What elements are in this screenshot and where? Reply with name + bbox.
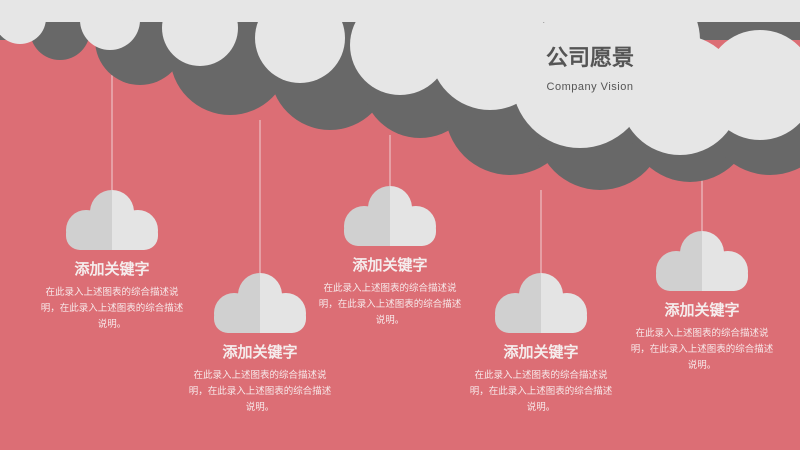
page-title: 公司愿景 [545, 46, 634, 71]
page-subtitle: Company Vision [546, 81, 634, 93]
item-heading: 添加关键字 [352, 256, 428, 274]
cloud-icon [495, 273, 587, 333]
vision-item-1: 添加关键字 在此录入上述图表的综合描述说明，在此录入上述图表的综合描述说明。 [37, 190, 187, 333]
vision-item-3: 添加关键字 在此录入上述图表的综合描述说明，在此录入上述图表的综合描述说明。 [315, 186, 465, 329]
item-description: 在此录入上述图表的综合描述说明，在此录入上述图表的综合描述说明。 [469, 370, 613, 413]
item-heading: 添加关键字 [664, 301, 740, 319]
vision-item-2: 添加关键字 在此录入上述图表的综合描述说明，在此录入上述图表的综合描述说明。 [185, 273, 335, 416]
item-description: 在此录入上述图表的综合描述说明，在此录入上述图表的综合描述说明。 [188, 370, 332, 413]
item-description: 在此录入上述图表的综合描述说明，在此录入上述图表的综合描述说明。 [40, 287, 184, 330]
vision-item-5: 添加关键字 在此录入上述图表的综合描述说明，在此录入上述图表的综合描述说明。 [627, 231, 777, 374]
item-heading: 添加关键字 [222, 343, 298, 361]
item-description: 在此录入上述图表的综合描述说明，在此录入上述图表的综合描述说明。 [318, 283, 462, 326]
hanging-strings [111, 60, 703, 278]
cloud-icon [656, 231, 748, 291]
cloud-icon [214, 273, 306, 333]
light-cloud [0, 0, 800, 155]
vision-item-4: 添加关键字 在此录入上述图表的综合描述说明，在此录入上述图表的综合描述说明。 [466, 273, 616, 416]
item-description: 在此录入上述图表的综合描述说明，在此录入上述图表的综合描述说明。 [630, 328, 774, 371]
item-heading: 添加关键字 [74, 260, 150, 278]
cloud-icon [344, 186, 436, 246]
cloud-icon [66, 190, 158, 250]
item-heading: 添加关键字 [503, 343, 579, 361]
